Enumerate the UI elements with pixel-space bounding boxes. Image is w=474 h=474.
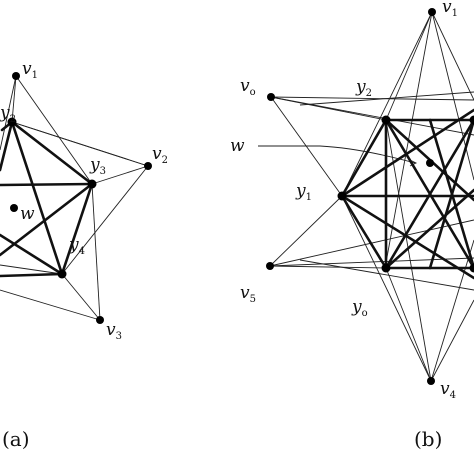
label-w-b: w [230,136,245,156]
vertex-y4-a [57,269,67,279]
vertex-right-bottom-b [469,263,474,273]
label-y2-b: y2 [355,77,372,99]
vertex-v1-a [12,72,20,80]
vertex-w-a [10,204,18,212]
thick-edges-b [340,108,474,280]
label-v1-a: v1 [22,59,38,81]
vertex-v4-b [427,377,435,385]
thick-edges-a [0,120,94,278]
vertex-y3-a [87,179,97,189]
label-y3-a: y3 [89,155,106,177]
subfigure-b: v1 v4 vo v5 y2 y1 yo w (b) [230,0,474,451]
vertex-y0-b [381,263,391,273]
label-v0-b: vo [240,76,256,98]
vertex-y2-b [381,115,391,125]
vertex-y1-b [337,191,347,201]
label-w-a: w [20,204,35,224]
label-v3-a: v3 [106,320,122,342]
label-y0-b: yo [351,297,368,319]
vertex-v1-b [428,8,436,16]
vertex-right-top-b [469,115,474,125]
vertex-v5-b [266,262,274,270]
label-y1-b: y1 [295,181,312,203]
vertex-v0-b [267,93,275,101]
thin-edges-a [0,75,149,321]
label-v1-b: v1 [442,0,458,19]
label-v2-a: v2 [152,144,168,166]
subfigure-a: v1 v2 v3 y2 y3 y4 w (a) [0,59,168,451]
label-v4-b: v4 [440,379,456,401]
caption-b: (b) [414,427,442,451]
vertex-v2-a [144,162,152,170]
label-v5-b: v5 [240,283,256,305]
caption-a: (a) [2,427,30,451]
vertex-w-b [426,159,434,167]
vertex-y2-a [7,117,17,127]
label-y4-a: y4 [68,235,85,257]
vertex-v3-a [96,316,104,324]
